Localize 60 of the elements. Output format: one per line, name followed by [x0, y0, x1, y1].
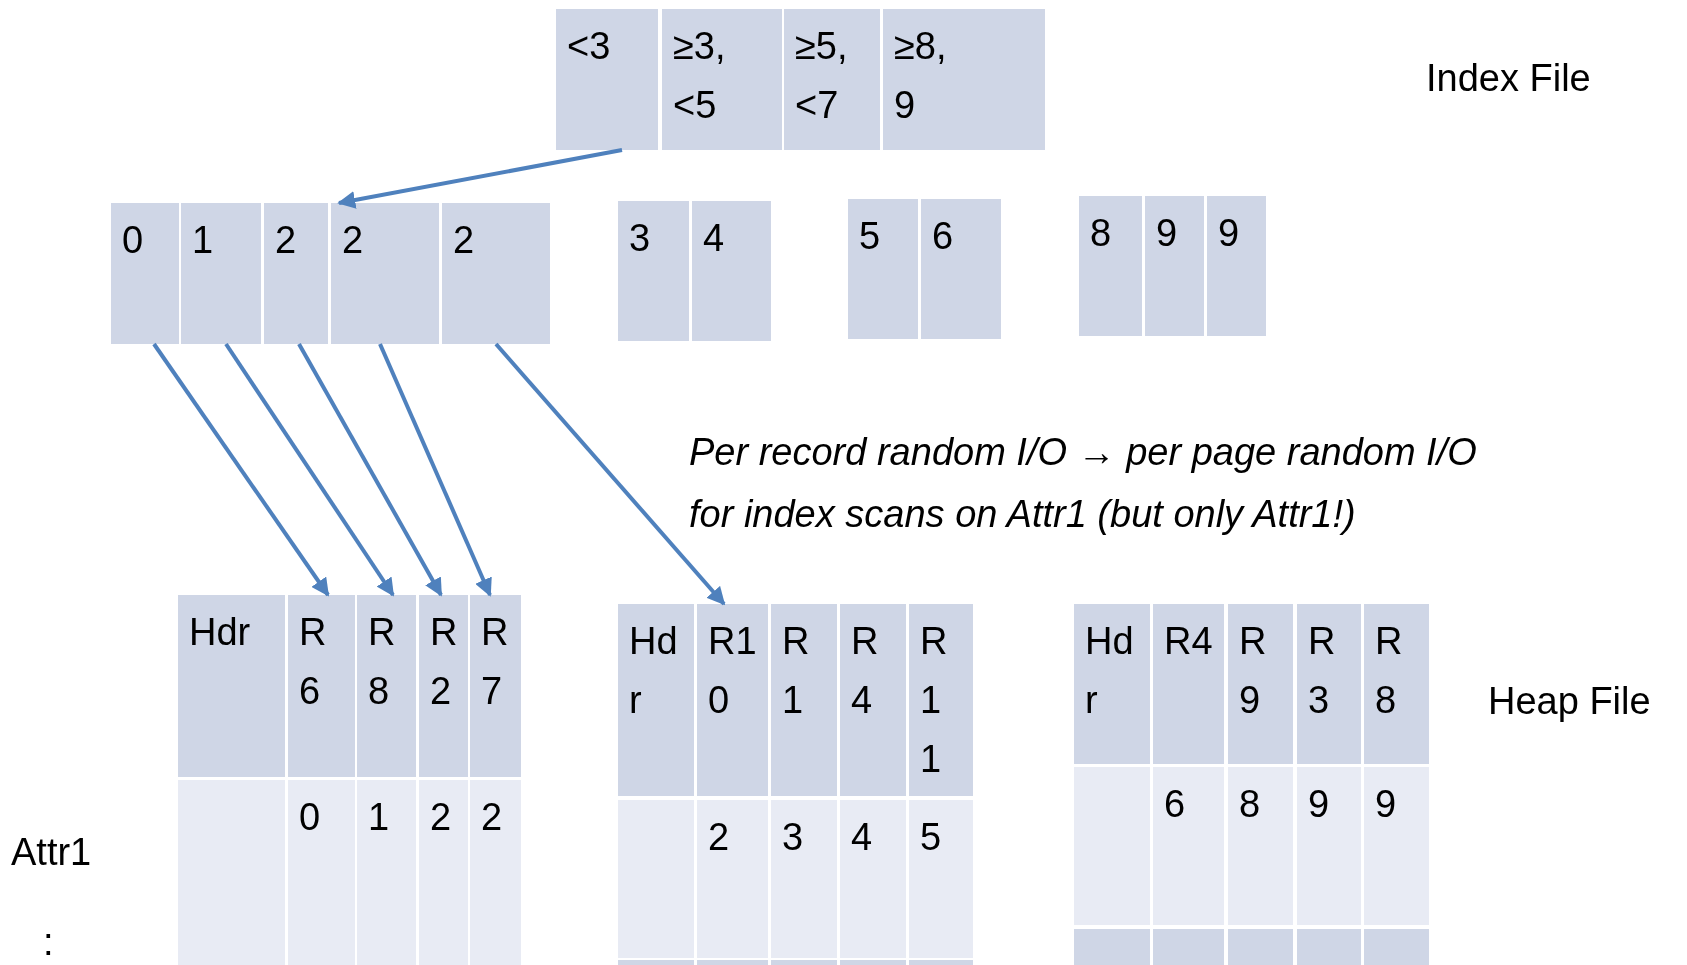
index-entry-cell: 8: [1079, 196, 1142, 336]
record-header-cell: R2: [419, 595, 468, 777]
record-header-cell: R4: [1153, 604, 1224, 764]
record-header-cell: R1: [771, 604, 837, 796]
record-header-cell: R8: [1364, 604, 1429, 764]
index-entry-cell: 1: [181, 203, 261, 344]
arrow: [337, 148, 623, 209]
index-entry-cell: 5: [848, 199, 918, 339]
index-key-cell: ≥5, <7: [784, 9, 880, 150]
note-text: for index scans on Attr1 (but only Attr1!): [689, 492, 1356, 537]
attribute-value-cell: 1: [357, 780, 416, 965]
index-key-cell: ≥3, <5: [662, 9, 782, 150]
file-label: Heap File: [1488, 679, 1651, 724]
index-entry-cell: 2: [442, 203, 550, 344]
index-entry-cell: 6: [921, 199, 1001, 339]
attribute-value-cell: 2: [470, 780, 521, 965]
attribute-value-cell: 9: [1297, 767, 1361, 925]
record-header-cell: R10: [697, 604, 768, 796]
record-header-cell: R11: [909, 604, 973, 796]
index-entry-cell: 4: [692, 201, 771, 341]
record-header-cell: R4: [840, 604, 906, 796]
attribute-value-cell: 4: [840, 800, 906, 958]
record-header-cell: R7: [470, 595, 521, 777]
ellipsis-mark: :: [43, 920, 54, 965]
attribute-value-cell: 8: [1228, 767, 1293, 925]
record-header-cell: R3: [1297, 604, 1361, 764]
record-header-cell: R9: [1228, 604, 1293, 764]
index-entry-cell: 0: [111, 203, 179, 344]
index-entry-cell: 9: [1145, 196, 1204, 336]
index-entry-cell: 9: [1207, 196, 1266, 336]
file-label: Index File: [1426, 56, 1591, 101]
empty-cell: [1297, 929, 1361, 965]
attribute-value-cell: 5: [909, 800, 973, 958]
record-header-cell: Hdr: [178, 595, 285, 777]
index-key-cell: ≥8, 9: [883, 9, 1045, 150]
attribute-value-cell: 6: [1153, 767, 1224, 925]
empty-cell: [1228, 929, 1293, 965]
empty-cell: [1074, 929, 1150, 965]
attribute-value-cell: 0: [288, 780, 355, 965]
attribute-label: Attr1: [11, 830, 92, 875]
index-key-cell: <3: [556, 9, 658, 150]
record-header-cell: R8: [357, 595, 416, 777]
empty-cell: [1364, 929, 1429, 965]
arrow: [297, 343, 443, 597]
attribute-value-cell: 3: [771, 800, 837, 958]
attribute-value-cell: 9: [1364, 767, 1429, 925]
record-header-cell: Hdr: [1074, 604, 1150, 764]
empty-cell: [1153, 929, 1224, 965]
arrow: [494, 342, 726, 606]
attribute-value-cell: 2: [697, 800, 768, 958]
attribute-value-cell: 2: [419, 780, 468, 965]
arrow: [224, 342, 395, 597]
index-entry-cell: 2: [331, 203, 439, 344]
arrow: [152, 342, 330, 597]
index-entry-cell: 2: [264, 203, 328, 344]
index-entry-cell: 3: [618, 201, 689, 341]
note-text: Per record random I/O → per page random I/O: [689, 430, 1477, 475]
arrow: [378, 343, 492, 597]
record-header-cell: Hdr: [618, 604, 694, 796]
record-header-cell: R6: [288, 595, 355, 777]
